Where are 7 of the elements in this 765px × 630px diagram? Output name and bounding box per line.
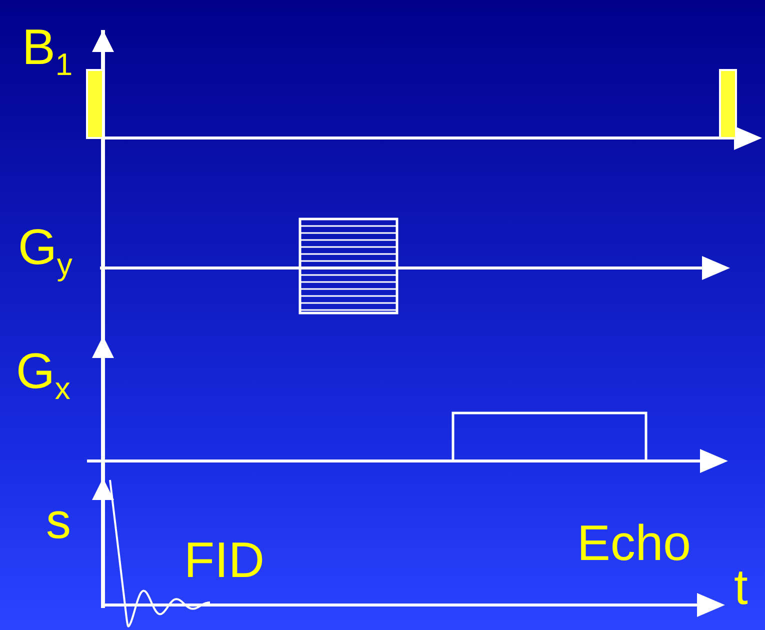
signal-label: Echo [577, 518, 691, 568]
axis-label: t [734, 562, 748, 612]
axis-label: B$_{1}$ [22, 22, 73, 80]
axis-label: G$_{y}$ [18, 222, 72, 280]
axis-label: s [46, 496, 71, 546]
axis-label: G$_{x}$ [16, 346, 70, 404]
signal-label: FID [184, 535, 265, 585]
